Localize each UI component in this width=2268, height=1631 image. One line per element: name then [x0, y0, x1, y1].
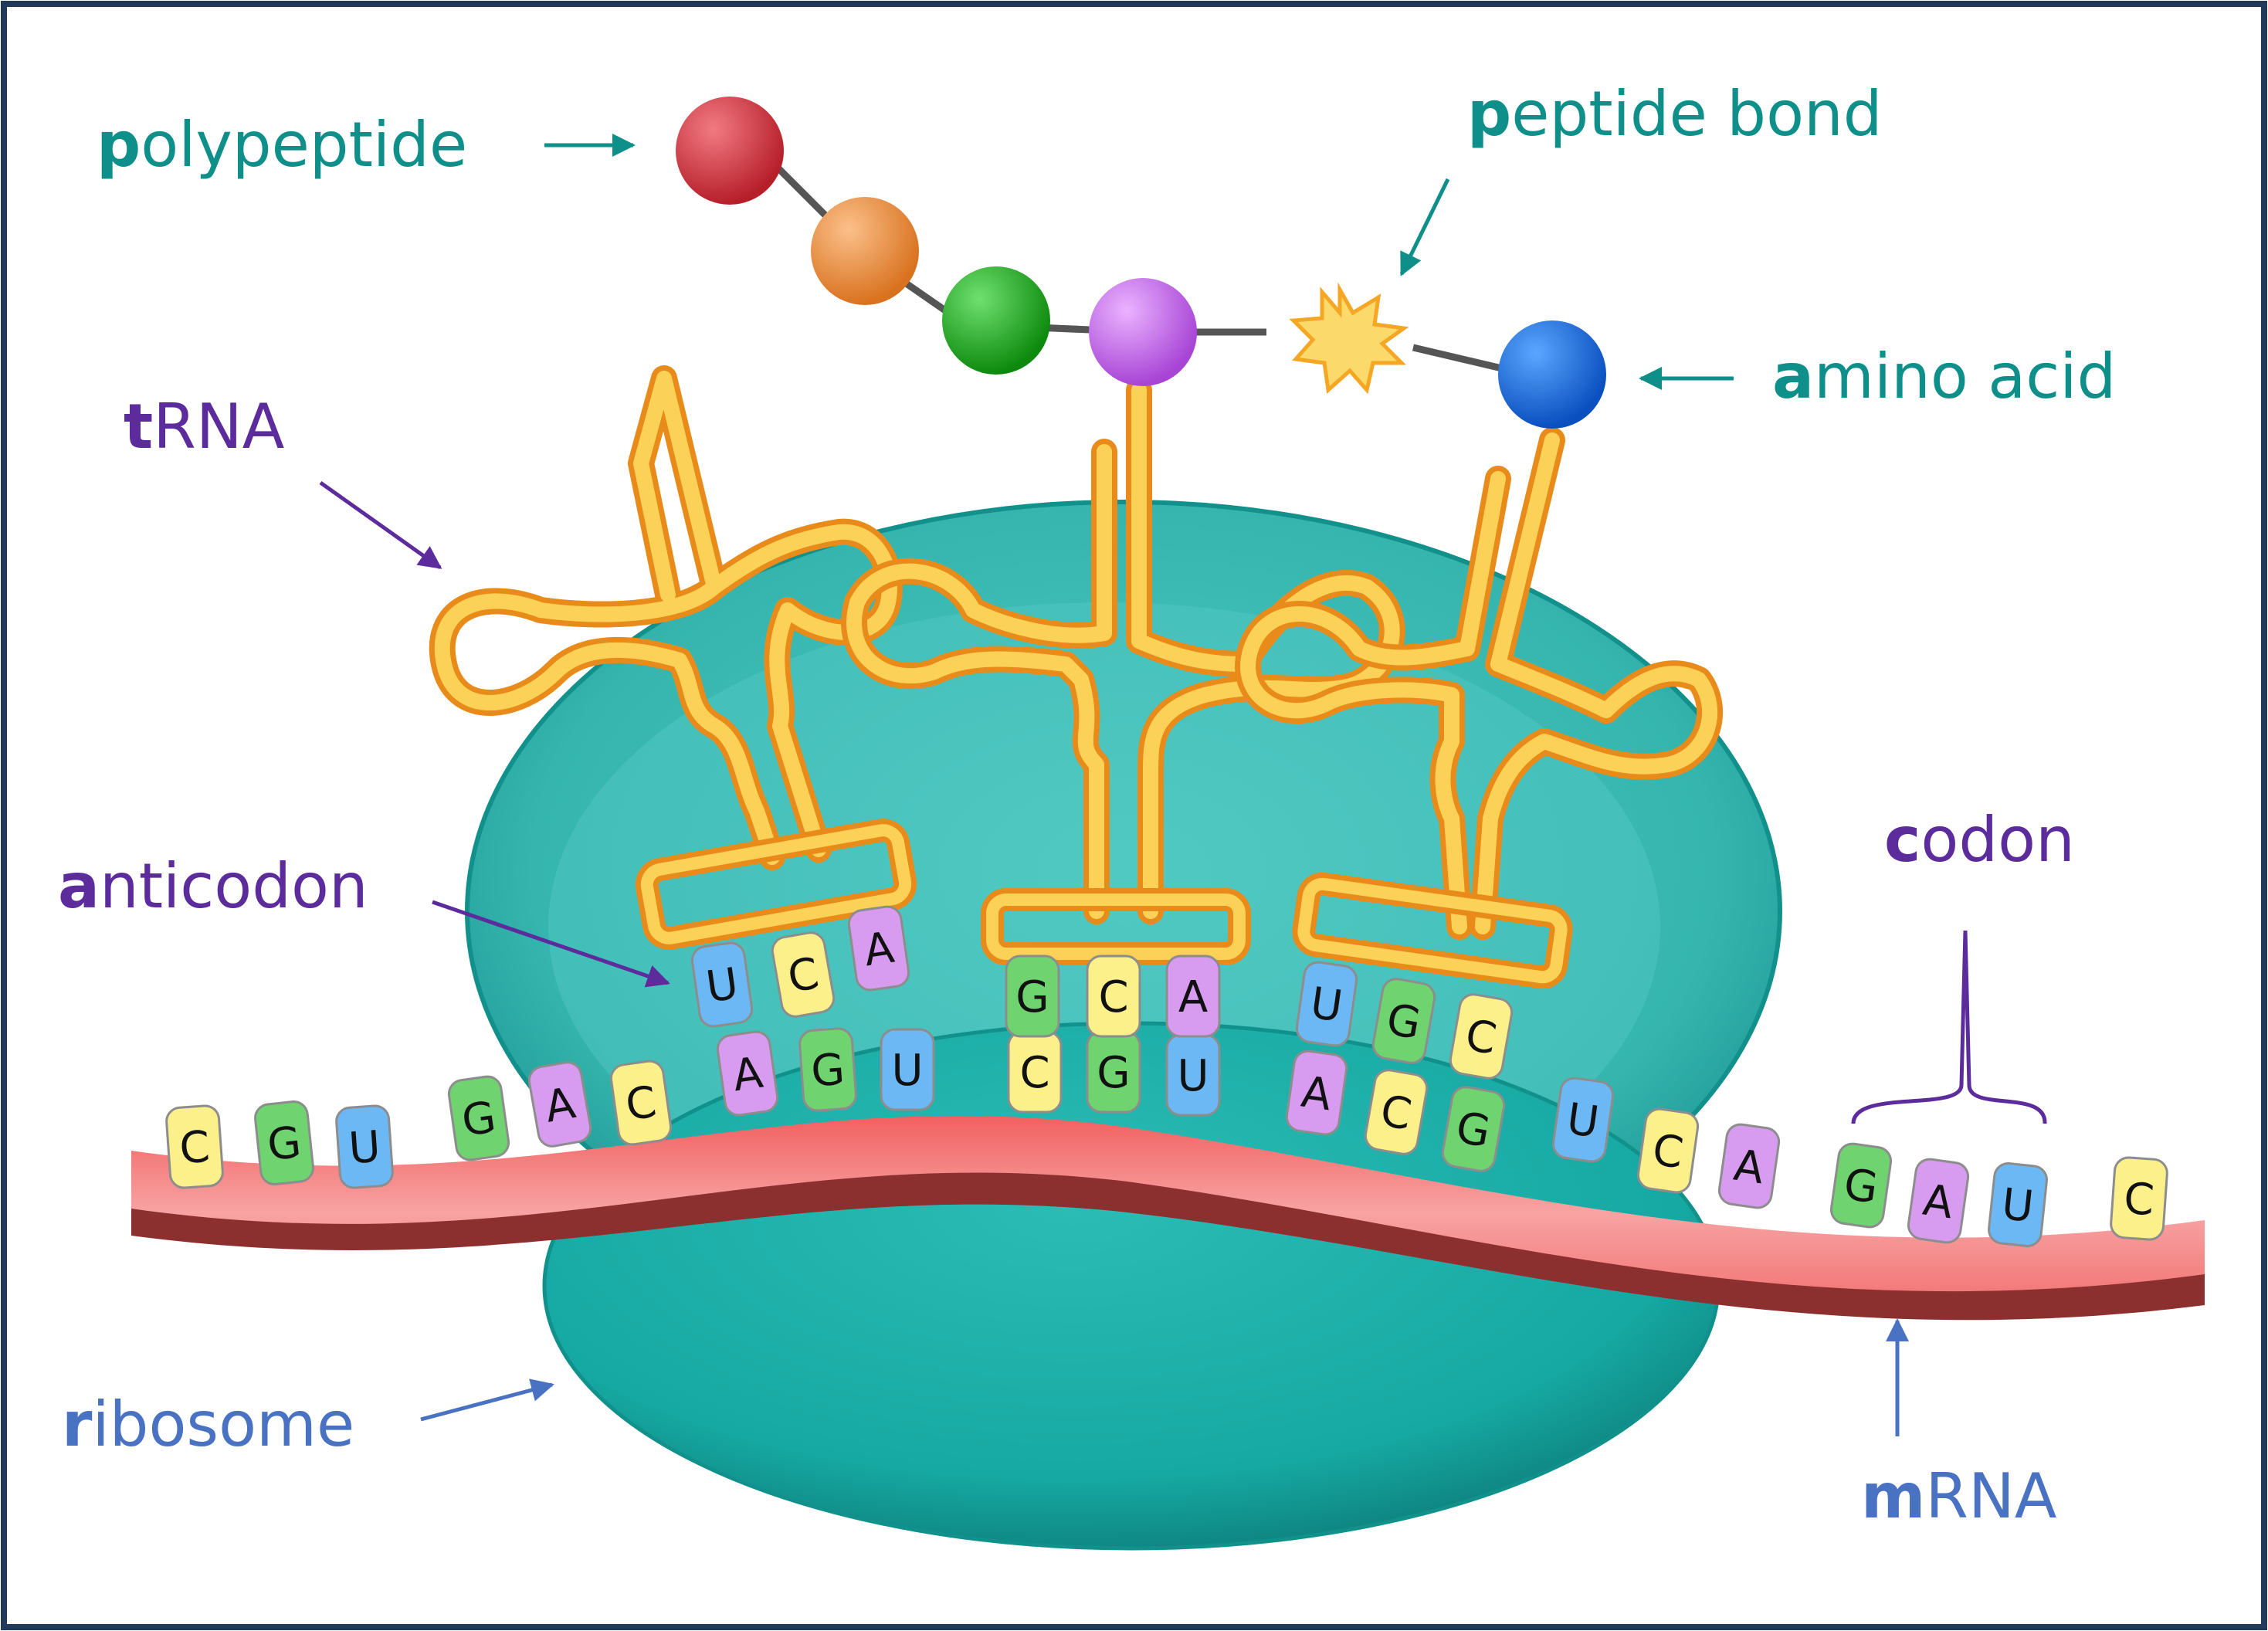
trna-1	[429, 365, 917, 950]
mrna-base: C	[2110, 1156, 2168, 1241]
amino-acid-label: amino acid	[1772, 341, 2116, 412]
mrna-base: U	[1165, 1033, 1221, 1117]
codon-label: codon	[1884, 804, 2075, 876]
codon-bracket	[1851, 930, 2047, 1124]
polypeptide-label: polypeptide	[97, 109, 467, 181]
anticodon-base: G	[1371, 978, 1436, 1064]
base-letter: A	[1920, 1175, 1956, 1229]
base-letter: U	[1178, 1051, 1209, 1101]
mrna-base: G	[254, 1100, 314, 1185]
base-letter: C	[1649, 1125, 1687, 1179]
anticodon-label: anticodon	[58, 850, 368, 922]
mrna-label: mRNA	[1861, 1460, 2057, 1532]
base-letter: C	[178, 1122, 212, 1175]
base-letter: A	[861, 923, 897, 977]
mrna-base: U	[1551, 1077, 1615, 1163]
peptide-bond-label: peptide bond	[1467, 78, 1883, 150]
base-letter: A	[730, 1048, 766, 1102]
base-letter: C	[622, 1077, 659, 1131]
trna-label: tRNA	[124, 391, 285, 463]
anticodon-base: U	[690, 941, 754, 1028]
mrna-base: C	[609, 1060, 673, 1146]
mrna-strand	[131, 1115, 2205, 1321]
mrna-base: A	[1907, 1158, 1970, 1244]
amino-acid-green-icon	[942, 266, 1050, 375]
mrna-base: U	[880, 1028, 935, 1111]
base-letter: U	[703, 958, 741, 1012]
amino-acid-violet-icon	[1089, 278, 1197, 386]
base-letter: U	[892, 1046, 924, 1096]
mrna-base: G	[1441, 1086, 1506, 1172]
anticodon-base: C	[1086, 955, 1141, 1038]
mrna-base: C	[165, 1104, 224, 1189]
polypeptide-chain	[676, 97, 1606, 429]
base-letter: U	[347, 1122, 381, 1175]
anticodon-base: C	[1449, 993, 1514, 1080]
mrna-base: A	[1717, 1123, 1781, 1209]
base-letter: U	[1999, 1179, 2036, 1233]
anticodon-base: U	[1295, 961, 1358, 1047]
base-letter: C	[1019, 1048, 1049, 1098]
labels: polypeptide peptide bond amino acid tRNA…	[58, 78, 2116, 1532]
anticodon-base: G	[1005, 955, 1060, 1038]
base-letter: G	[1841, 1159, 1881, 1213]
base-letter: A	[1298, 1067, 1334, 1121]
mrna-base: G	[1829, 1142, 1893, 1229]
anticodon-arrow	[432, 900, 670, 988]
trna-2	[841, 377, 1405, 965]
base-letter: C	[2122, 1174, 2156, 1226]
base-letter: U	[1564, 1094, 1602, 1148]
label-arrows	[319, 134, 2047, 1436]
trna-arrow	[319, 480, 442, 570]
mrna-base: A	[1285, 1049, 1348, 1136]
amino-acid-red-icon	[676, 97, 784, 205]
anticodon-base: A	[1165, 955, 1221, 1038]
mrna-base: G	[447, 1075, 510, 1161]
base-letter: G	[1097, 1048, 1130, 1098]
base-letter: G	[809, 1045, 846, 1097]
mrna-base: U	[335, 1104, 394, 1189]
mrna-base: C	[1007, 1030, 1063, 1114]
mrna-base: C	[1636, 1107, 1700, 1194]
trna-3	[1235, 427, 1724, 989]
base-letter: G	[265, 1117, 303, 1171]
base-letter: U	[1307, 978, 1346, 1032]
ribosome-arrow	[420, 1378, 554, 1422]
base-letter: G	[1015, 972, 1049, 1022]
trna-molecules	[429, 365, 1724, 989]
mrna-base: C	[1364, 1069, 1429, 1155]
peptide-bond-star-icon	[1289, 282, 1409, 395]
mrna-base: U	[1988, 1162, 2048, 1247]
anticodon-base: C	[771, 931, 836, 1018]
mrna-base: G	[1086, 1030, 1141, 1114]
base-letter: C	[1098, 972, 1128, 1022]
peptide-bond-arrow	[1399, 178, 1450, 276]
base-letter: G	[459, 1092, 499, 1146]
mrna-base: A	[716, 1030, 779, 1117]
amino-acid-blue-icon	[1498, 320, 1606, 429]
base-letter: A	[1178, 972, 1208, 1022]
base-letter: A	[1731, 1141, 1767, 1195]
amino-acid-orange-icon	[811, 197, 919, 305]
mrna-base: G	[798, 1027, 857, 1112]
ribosome-label: ribosome	[62, 1389, 354, 1460]
anticodon-base: A	[847, 905, 910, 992]
mrna-base: A	[527, 1061, 592, 1148]
